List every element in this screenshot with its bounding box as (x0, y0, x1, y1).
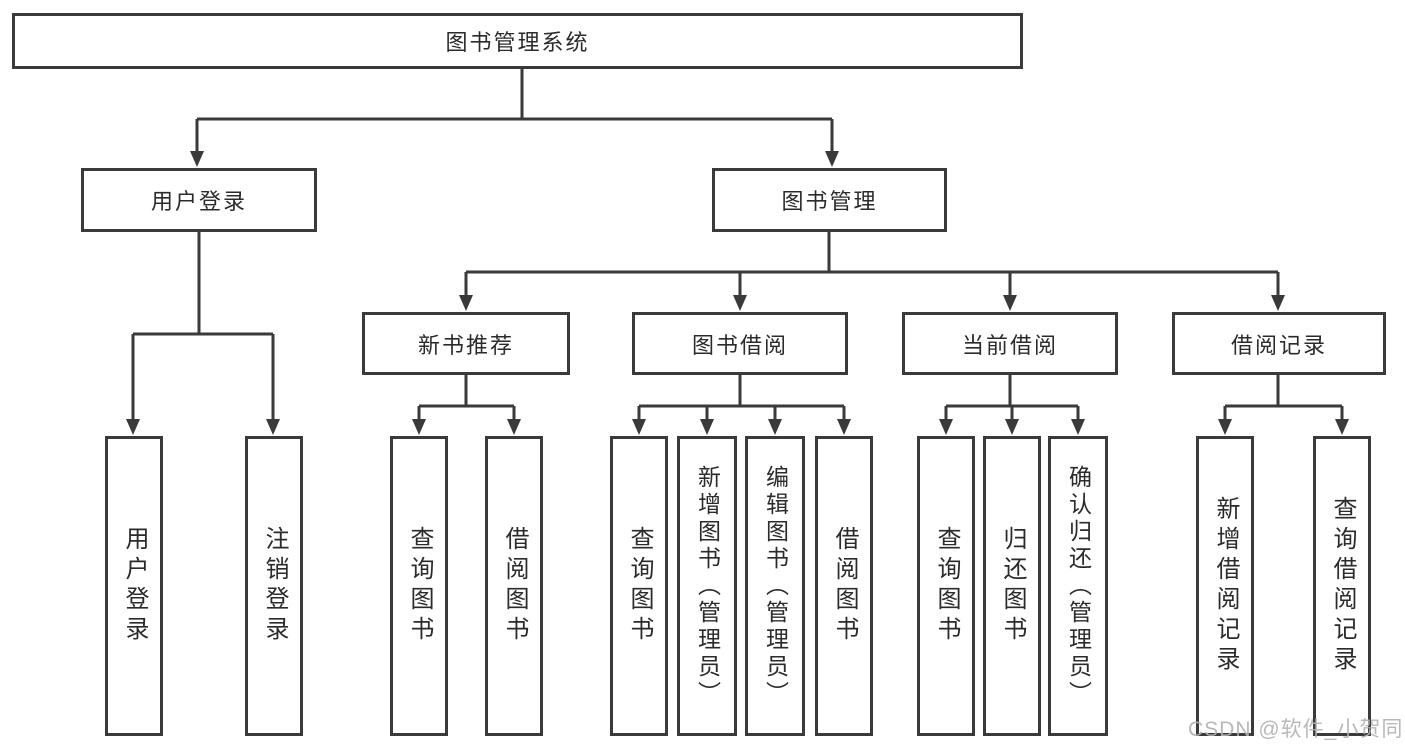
leaf-confirm-return-admin: 确认归还（管理员） (1048, 436, 1108, 736)
leaf-label: 归还图书 (999, 526, 1026, 646)
node-label: 图书借阅 (691, 332, 788, 358)
node-book-borrowing: 图书借阅 (632, 312, 848, 375)
leaf-logout: 注销登录 (245, 436, 303, 736)
node-label: 图书管理 (781, 189, 878, 214)
leaf-label: 新增借阅记录 (1212, 496, 1239, 676)
leaf-query-books-recommend: 查询图书 (390, 436, 448, 736)
node-current-borrowing: 当前借阅 (902, 312, 1118, 375)
leaf-label: 查询图书 (406, 526, 433, 646)
leaf-label: 新增图书（管理员） (694, 464, 721, 708)
node-label: 新书推荐 (417, 332, 514, 358)
leaf-label: 查询图书 (933, 526, 960, 646)
leaf-label: 编辑图书（管理员） (762, 464, 789, 708)
leaf-label: 确认归还（管理员） (1065, 464, 1092, 708)
node-borrowing-records: 借阅记录 (1172, 312, 1386, 375)
leaf-label: 用户登录 (121, 526, 148, 646)
leaf-add-book-admin: 新增图书（管理员） (677, 436, 737, 736)
node-library-management-system: 图书管理系统 (12, 13, 1023, 69)
leaf-borrow-books-borrowing: 借阅图书 (815, 436, 873, 736)
node-label: 当前借阅 (961, 332, 1058, 358)
watermark: CSDN @软件_小贺同学 (1188, 718, 1405, 741)
node-user-login: 用户登录 (81, 168, 317, 232)
leaf-return-books: 归还图书 (983, 436, 1041, 736)
leaf-label: 借阅图书 (831, 526, 858, 646)
node-label: 图书管理系统 (445, 30, 590, 55)
leaf-add-borrow-record: 新增借阅记录 (1196, 436, 1254, 736)
leaf-query-borrow-record: 查询借阅记录 (1313, 436, 1371, 736)
leaf-label: 查询图书 (626, 526, 653, 646)
node-new-book-recommendation: 新书推荐 (362, 312, 570, 375)
leaf-label: 注销登录 (261, 526, 288, 646)
leaf-borrow-books-recommend: 借阅图书 (485, 436, 543, 736)
leaf-edit-book-admin: 编辑图书（管理员） (745, 436, 805, 736)
leaf-query-books-borrowing: 查询图书 (610, 436, 668, 736)
node-label: 借阅记录 (1230, 332, 1327, 358)
leaf-query-books-current: 查询图书 (917, 436, 975, 736)
node-label: 用户登录 (150, 189, 247, 214)
leaf-user-login: 用户登录 (105, 436, 163, 736)
leaf-label: 查询借阅记录 (1329, 496, 1356, 676)
leaf-label: 借阅图书 (501, 526, 528, 646)
node-book-management: 图书管理 (712, 168, 947, 232)
